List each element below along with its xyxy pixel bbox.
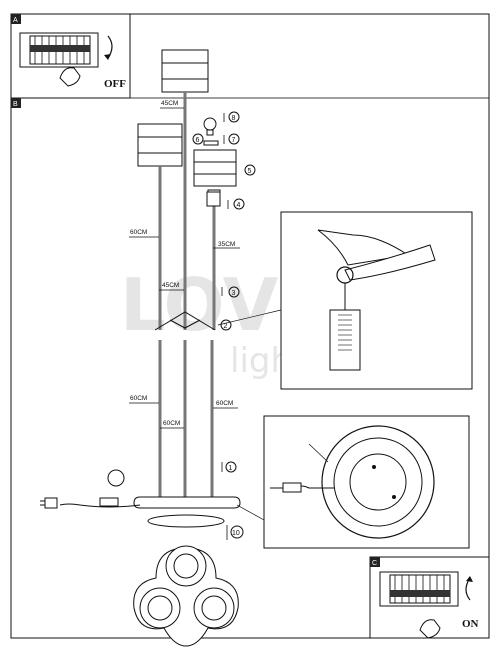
hand-icon xyxy=(419,619,441,639)
step-5-marker: 5 xyxy=(244,164,256,176)
step-4-marker: 4 xyxy=(233,198,245,210)
panel-b-frame xyxy=(10,97,490,639)
panel-b-tag-box xyxy=(11,98,21,108)
step-10-marker: 10 xyxy=(230,525,244,539)
hand-icon xyxy=(59,67,81,87)
panel-a-tag-box xyxy=(11,14,21,24)
panel-a-box xyxy=(10,13,131,99)
dim-left-60-upper: 60CM xyxy=(130,229,147,236)
fuse-box-icon xyxy=(379,571,459,607)
panel-b-tag: B xyxy=(13,101,18,108)
step-6-marker: 6 xyxy=(192,133,204,145)
step-8-marker: 8 xyxy=(228,111,240,123)
dim-middle-45: 45CM xyxy=(162,282,179,289)
svg-text:10: 10 xyxy=(232,530,240,537)
svg-text:6: 6 xyxy=(196,137,200,144)
step-1-marker: 1 xyxy=(225,461,237,473)
svg-text:4: 4 xyxy=(237,202,241,209)
plug-icon xyxy=(40,497,58,509)
svg-text:5: 5 xyxy=(248,168,252,175)
dimension-lines xyxy=(129,107,240,429)
shade-top xyxy=(161,49,209,93)
svg-text:7: 7 xyxy=(232,137,236,144)
detail-cable-knot xyxy=(217,211,473,390)
dim-left-60-lower: 60CM xyxy=(130,395,147,402)
svg-text:1: 1 xyxy=(229,465,233,472)
shade-right xyxy=(193,149,237,187)
power-cable xyxy=(40,469,141,509)
dim-right-60-lower: 60CM xyxy=(216,400,233,407)
fuse-box-icon xyxy=(19,32,99,68)
panel-c-tag: C xyxy=(372,560,377,567)
dim-center-60: 60CM xyxy=(163,420,180,427)
panel-a: A OFF xyxy=(10,13,131,99)
svg-text:3: 3 xyxy=(232,290,236,297)
ring-part xyxy=(203,140,219,146)
switch-icon xyxy=(107,469,125,487)
svg-text:8: 8 xyxy=(232,115,236,122)
step-3-marker: 3 xyxy=(228,286,240,298)
panel-c: C ON xyxy=(369,556,490,639)
svg-text:2: 2 xyxy=(224,323,228,330)
panel-c-tag-box xyxy=(370,557,380,567)
panel-a-tag: A xyxy=(13,17,18,24)
step-7-marker: 7 xyxy=(228,133,240,145)
detail-base-underside xyxy=(236,415,470,549)
step-2-marker: 2 xyxy=(220,319,232,331)
switch-on-label: ON xyxy=(462,618,479,630)
bulb-icon xyxy=(203,117,217,136)
dim-top-45: 45CM xyxy=(161,100,178,107)
socket-part xyxy=(206,191,221,207)
dim-right-35: 35CM xyxy=(218,241,235,248)
base-cover xyxy=(147,514,225,528)
shade-left xyxy=(137,123,183,167)
lamp-base xyxy=(133,496,241,509)
floor-lamp xyxy=(133,49,241,528)
base-top-view xyxy=(133,545,239,647)
switch-off-label: OFF xyxy=(104,78,126,90)
screw-icons xyxy=(221,113,229,540)
